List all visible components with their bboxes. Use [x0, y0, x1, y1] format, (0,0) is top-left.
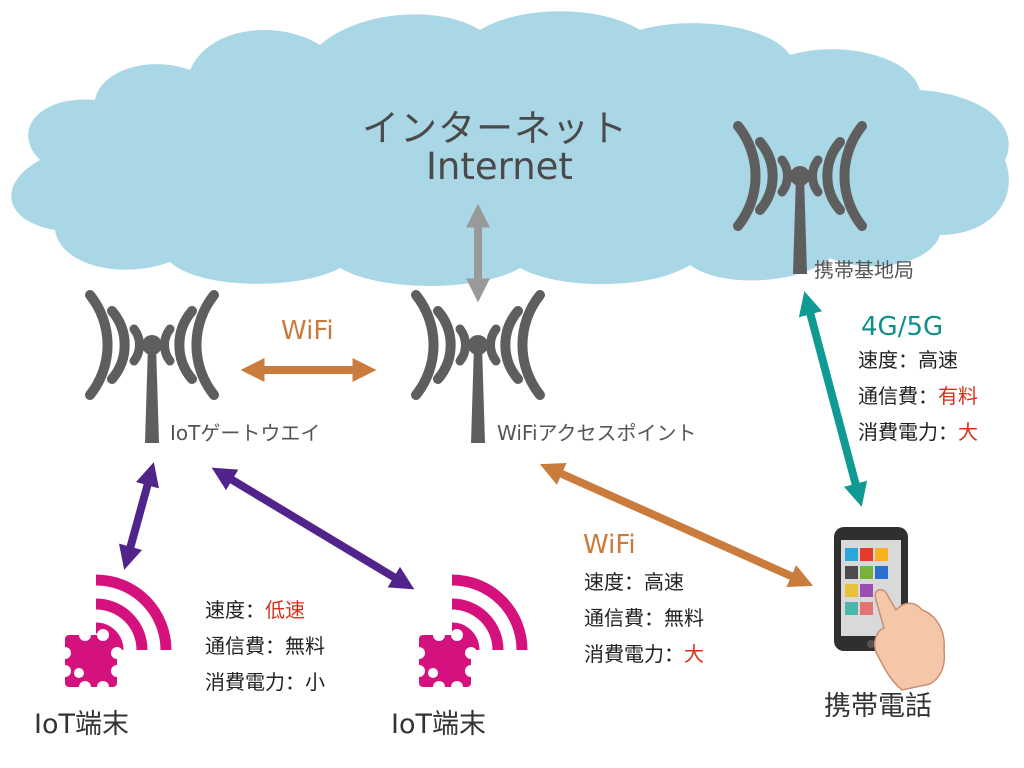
iot-cost-key: 通信費：: [205, 634, 285, 658]
wifi-speed-value: 高速: [644, 570, 684, 594]
wifi-ap-label: WiFiアクセスポイント: [497, 421, 697, 445]
internet-label-en: Internet: [426, 145, 573, 188]
cell-cost-value: 有料: [938, 384, 978, 408]
iot-power-value: 小: [305, 670, 325, 694]
cell-link-label: 4G/5G: [861, 312, 944, 342]
internet-cloud: [11, 11, 1009, 286]
wifi-cost-value: 無料: [664, 606, 704, 630]
iot-cost-row: 通信費：無料: [205, 628, 325, 664]
iot-speed-value: 低速: [265, 598, 305, 622]
base-station-label: 携帯基地局: [814, 258, 914, 282]
wifi-info-block: 速度：高速 通信費：無料 消費電力：大: [584, 564, 704, 672]
wifi-cost-key: 通信費：: [584, 606, 664, 630]
iot-device-2-icon: [413, 580, 522, 693]
iot-power-row: 消費電力：小: [205, 664, 325, 700]
gateway-device1-arrow: [118, 462, 160, 570]
phone-label: 携帯電話: [824, 691, 932, 722]
cell-speed-row: 速度：高速: [858, 342, 978, 378]
wifi-link-label-1: WiFi: [281, 316, 334, 346]
cell-speed-value: 高速: [918, 348, 958, 372]
gateway-label: IoTゲートウエイ: [170, 421, 321, 445]
ap-phone-wifi-arrow: [539, 462, 814, 588]
cell-cost-key: 通信費：: [858, 384, 938, 408]
cell-power-row: 消費電力：大: [858, 414, 978, 450]
iot-info-block: 速度：低速 通信費：無料 消費電力：小: [205, 592, 325, 700]
iot-device-2-label: IoT端末: [391, 709, 486, 740]
iot-device-1-icon: [59, 580, 166, 693]
cell-power-value: 大: [958, 420, 978, 444]
gateway-device2-arrow: [211, 467, 415, 590]
iot-speed-key: 速度：: [205, 598, 265, 622]
wifi-speed-key: 速度：: [584, 570, 644, 594]
wifi-link-label-2: WiFi: [583, 530, 636, 560]
wifi-power-key: 消費電力：: [584, 642, 684, 666]
iot-speed-row: 速度：低速: [205, 592, 325, 628]
wifi-power-value: 大: [684, 642, 704, 666]
iot-power-key: 消費電力：: [205, 670, 305, 694]
iot-device-1-label: IoT端末: [34, 709, 129, 740]
wifi-cost-row: 通信費：無料: [584, 600, 704, 636]
cell-speed-key: 速度：: [858, 348, 918, 372]
smartphone-icon: [834, 527, 946, 691]
cell-cost-row: 通信費：有料: [858, 378, 978, 414]
internet-label-ja: インターネット: [362, 107, 628, 150]
base-phone-cell-arrow: [798, 291, 868, 507]
wifi-speed-row: 速度：高速: [584, 564, 704, 600]
wifi-power-row: 消費電力：大: [584, 636, 704, 672]
iot-cost-value: 無料: [285, 634, 325, 658]
cell-info-block: 速度：高速 通信費：有料 消費電力：大: [858, 342, 978, 450]
cell-power-key: 消費電力：: [858, 420, 958, 444]
